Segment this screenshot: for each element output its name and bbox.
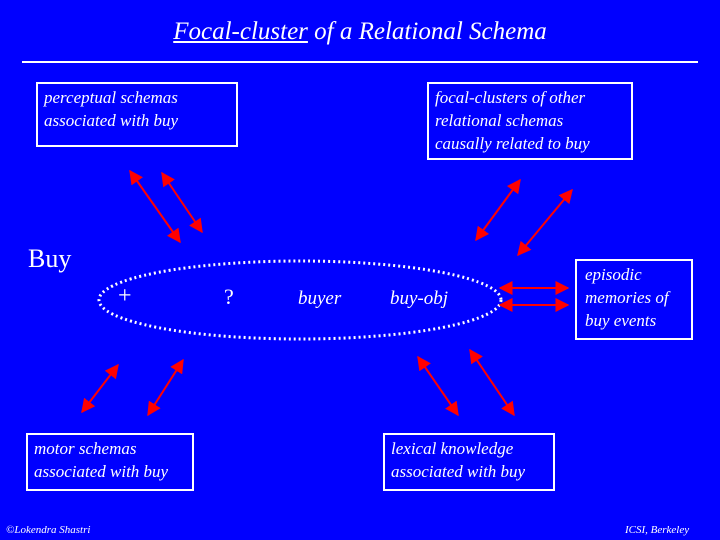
lexical-knowledge-box: lexical knowledge associated with buy [383,433,555,491]
title-rule [22,61,698,63]
focal-item-buyer: buyer [298,288,342,309]
box-line: causally related to buy [435,134,590,153]
footer-institution: ICSI, Berkeley [625,524,690,536]
title-underlined: Focal-cluster [173,18,308,45]
slide-title: Focal-cluster of a Relational Schema [0,18,720,46]
box-line: perceptual schemas [44,88,178,107]
footer-author: ©Lokendra Shastri [6,524,91,536]
arrow-perceptual-right [161,171,203,234]
episodic-memories-box: episodic memories of buy events [575,259,693,340]
focal-item-buy-obj: buy-obj [390,288,449,309]
focal-clusters-others-box: focal-clusters of other relational schem… [427,82,633,160]
box-line: associated with buy [34,462,169,481]
perceptual-schemas-box: perceptual schemas associated with buy [36,82,238,147]
arrow-focal-right [517,188,573,257]
arrow-motor-left [81,363,119,414]
arrow-perceptual-left [129,169,181,244]
arrow-focal-left [475,178,521,242]
schema-name-buy: Buy [28,244,72,273]
box-line: lexical knowledge [391,439,514,458]
box-line: associated with buy [44,111,179,130]
arrow-lexical-right [469,348,515,417]
arrow-motor-right [147,358,184,417]
title-rest: of a Relational Schema [307,18,547,45]
box-line: buy events [585,311,657,330]
motor-schemas-box: motor schemas associated with buy [26,433,194,491]
focal-item-plus: + [118,283,132,309]
arrow-lexical-left [417,355,459,417]
box-line: episodic [585,265,642,284]
focal-item-question: ? [224,284,234,309]
box-line: focal-clusters of other [435,88,586,107]
box-line: relational schemas [435,111,564,130]
box-line: motor schemas [34,439,137,458]
box-line: memories of [585,288,669,307]
box-line: associated with buy [391,462,526,481]
